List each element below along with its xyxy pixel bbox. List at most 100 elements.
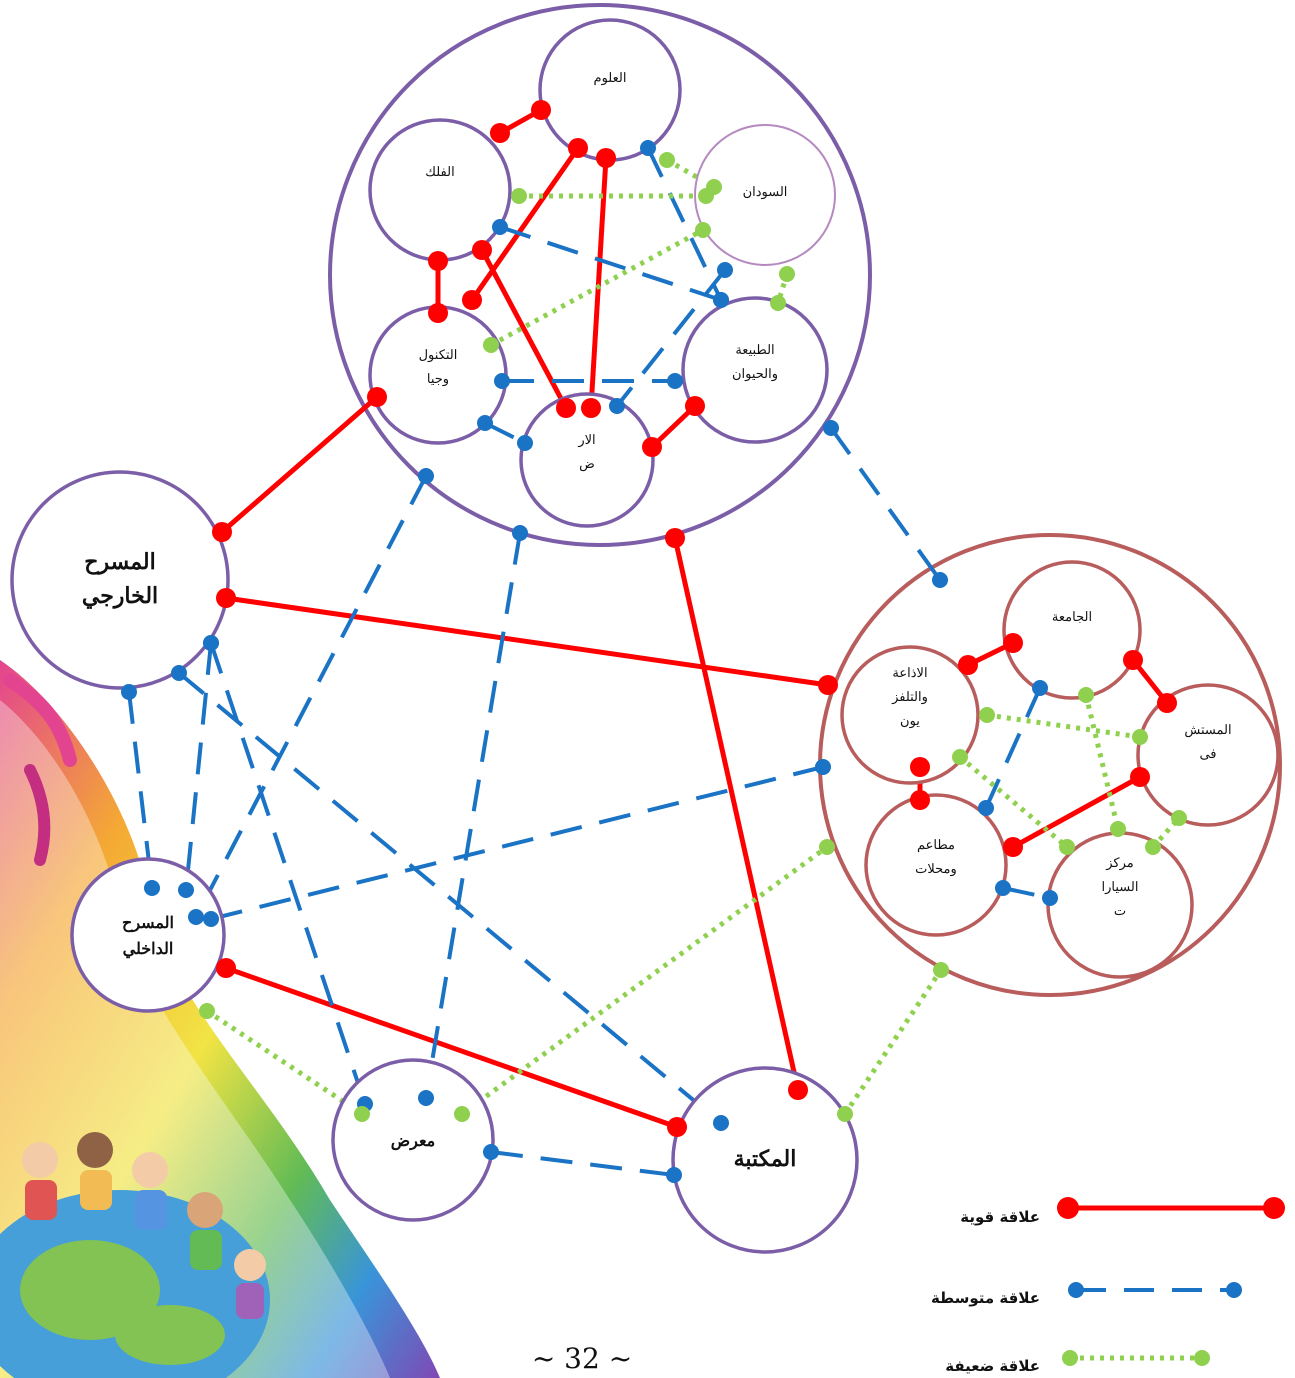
node-outer-theater-label: الخارجي — [82, 583, 158, 609]
node-car-center-label: ت — [1114, 904, 1126, 919]
node-sciences-label: العلوم — [594, 71, 627, 86]
edge-endpoint-medium — [995, 880, 1011, 896]
edge-medium — [490, 1150, 675, 1177]
edge-endpoint-medium — [1042, 890, 1058, 906]
science-cluster-circle — [328, 3, 872, 547]
edge-endpoint-strong — [665, 528, 685, 548]
edge-endpoint-strong — [462, 290, 482, 310]
rainbow-decoration — [0, 660, 440, 1378]
edge-endpoint-medium — [144, 880, 160, 896]
node-sudan-circle — [694, 124, 836, 266]
legend: علاقة قوية علاقة متوسطة علاقة ضعيفة — [890, 1180, 1295, 1378]
node-astronomy: الفلك — [368, 118, 512, 262]
node-hospital-label: فى — [1199, 747, 1216, 762]
edge-endpoint-strong — [216, 958, 236, 978]
node-university-circle — [1002, 560, 1142, 700]
edge-endpoint-medium — [121, 684, 137, 700]
edge-weak — [842, 968, 944, 1116]
edge-endpoint-medium — [492, 219, 508, 235]
edge-endpoint-strong — [472, 240, 492, 260]
edge-endpoint-strong — [910, 757, 930, 777]
children-illustration — [22, 1132, 266, 1319]
node-inner-theater-label: المسرح — [122, 913, 174, 933]
edge-endpoint-medium — [978, 800, 994, 816]
edge-medium — [829, 426, 942, 582]
node-radio-tv-label: يون — [900, 714, 920, 729]
edge-endpoint-strong — [596, 148, 616, 168]
edge-medium — [177, 671, 723, 1125]
node-radio-tv-label: والتلفز — [891, 690, 928, 705]
legend-medium-dot — [1226, 1282, 1242, 1298]
legend-weak-dot — [1194, 1350, 1210, 1366]
edge-strong — [225, 595, 829, 688]
edge-endpoint-medium — [713, 1115, 729, 1131]
node-university: الجامعة — [1002, 560, 1142, 700]
node-library-label: المكتبة — [734, 1146, 797, 1172]
node-restaurants-circle — [864, 793, 1008, 937]
node-earth-label: الار — [577, 433, 595, 448]
edge-endpoint-strong — [556, 398, 576, 418]
edge-weak — [958, 755, 1069, 849]
edge-endpoint-weak — [511, 188, 527, 204]
edge-endpoint-weak — [706, 179, 722, 195]
node-sudan: السودان — [694, 124, 836, 266]
edge-medium — [127, 691, 154, 889]
node-nature-circle — [681, 296, 829, 444]
node-hospital-circle — [1136, 683, 1280, 827]
edge-endpoint-medium — [418, 468, 434, 484]
legend-medium-label: علاقة متوسطة — [931, 1289, 1040, 1307]
edge-endpoint-medium — [713, 292, 729, 308]
edge-medium — [424, 532, 522, 1099]
edge-medium — [194, 475, 428, 918]
edge-endpoint-strong — [1003, 837, 1023, 857]
edge-endpoint-strong — [1003, 633, 1023, 653]
node-outer-theater-label: المسرح — [84, 549, 156, 575]
edge-endpoint-medium — [815, 759, 831, 775]
edge-endpoint-weak — [1078, 687, 1094, 703]
edge-endpoint-medium — [717, 262, 733, 278]
edge-medium — [210, 765, 824, 921]
edge-strong — [672, 537, 801, 1091]
legend-strong-dot — [1263, 1197, 1285, 1219]
edge-endpoint-weak — [819, 839, 835, 855]
edge-endpoint-medium — [203, 635, 219, 651]
edge-medium — [499, 225, 722, 302]
edge-endpoint-weak — [779, 266, 795, 282]
edge-endpoint-strong — [910, 790, 930, 810]
edge-endpoint-medium — [494, 373, 510, 389]
edge-endpoint-strong — [818, 675, 838, 695]
edge-endpoint-strong — [642, 437, 662, 457]
edge-medium — [184, 642, 213, 891]
edge-medium — [209, 642, 367, 1105]
edge-endpoint-medium — [171, 665, 187, 681]
legend-weak-label: علاقة ضعيفة — [945, 1357, 1040, 1375]
edge-endpoint-strong — [428, 303, 448, 323]
node-restaurants-label: ومحلات — [915, 862, 957, 877]
node-restaurants-label: مطاعم — [917, 838, 955, 853]
node-library: المكتبة — [671, 1066, 859, 1254]
edge-endpoint-strong — [1130, 767, 1150, 787]
edge-endpoint-weak — [1059, 839, 1075, 855]
node-technology-label: وجيا — [427, 372, 449, 387]
node-technology-label: التكنول — [419, 348, 458, 363]
edge-weak — [205, 1008, 364, 1117]
edge-endpoint-medium — [609, 398, 625, 414]
node-sciences-circle — [538, 18, 682, 162]
edge-endpoint-strong — [531, 100, 551, 120]
edge-medium — [984, 687, 1042, 809]
edge-strong — [1011, 774, 1142, 850]
edge-medium — [615, 268, 727, 408]
node-university-label: الجامعة — [1052, 610, 1092, 625]
node-radio-tv-circle — [840, 645, 980, 785]
node-exhibition: معرض — [331, 1058, 495, 1222]
node-earth-label: ض — [579, 457, 595, 472]
node-nature-label: والحيوان — [732, 367, 778, 382]
edge-strong — [220, 395, 379, 534]
edge-endpoint-strong — [685, 396, 705, 416]
edge-endpoint-medium — [203, 911, 219, 927]
nodes: المسرح الخارجي المسرح الداخلي معرض المكتبة الع… — [10, 18, 1280, 1254]
node-inner-theater-label: الداخلي — [123, 939, 174, 959]
edge-endpoint-strong — [1123, 650, 1143, 670]
